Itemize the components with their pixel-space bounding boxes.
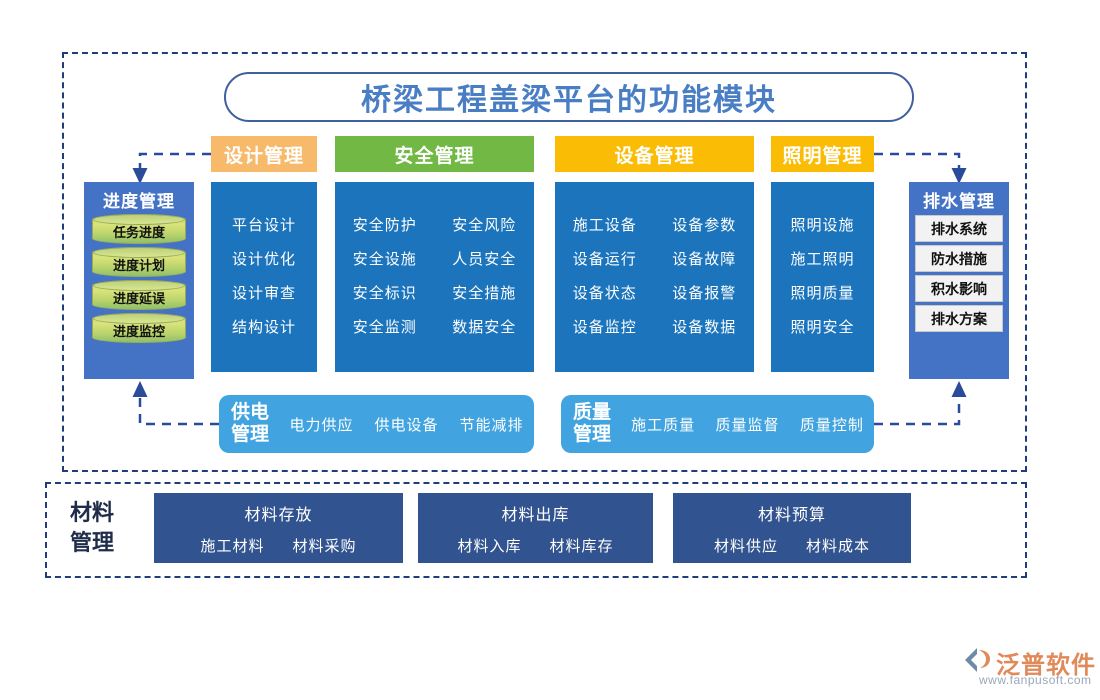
header-equipment-management[interactable]: 设备管理 [555,136,754,172]
bar-title-line2: 管理 [573,424,612,445]
bar-title-line1: 供电 [231,402,270,423]
header-label: 安全管理 [394,145,475,167]
panel-lighting-management: 照明设施 施工照明 照明质量 照明安全 [771,182,874,372]
drainage-item[interactable]: 防水措施 [915,245,1003,272]
panel-progress-management: 进度管理 任务进度 进度计划 进度延误 进度监控 [84,182,194,379]
panel-item[interactable]: 设备运行 [572,251,637,268]
panel-item[interactable]: 照明质量 [790,285,855,302]
panel-item[interactable]: 设备故障 [672,251,737,268]
panel-title: 进度管理 [103,192,175,211]
material-group-head: 材料预算 [757,506,826,524]
panel-safety-management: 安全防护 安全风险 安全设施 人员安全 安全标识 安全措施 安全监测 数据安全 [335,182,534,372]
material-group-item[interactable]: 材料成本 [806,537,871,555]
bar-power-management: 供电 管理 电力供应 供电设备 节能减排 [219,395,534,453]
panel-item[interactable]: 设备报警 [672,285,737,302]
header-label: 设计管理 [223,145,304,167]
material-group-item[interactable]: 材料供应 [713,537,778,555]
panel-item[interactable]: 照明安全 [790,319,855,336]
panel-design-management: 平台设计 设计优化 设计审查 结构设计 [211,182,317,372]
bar-item[interactable]: 电力供应 [289,416,354,434]
cylinder-label: 进度监控 [112,324,165,339]
panel-title: 排水管理 [923,192,995,211]
bar-item[interactable]: 节能减排 [459,416,524,434]
panel-item[interactable]: 安全措施 [452,285,517,302]
material-title-line2: 管理 [70,530,115,555]
panel-item[interactable]: 安全标识 [352,285,417,302]
diagram-title: 桥梁工程盖梁平台的功能模块 [224,72,914,122]
material-group-outbound: 材料出库 材料入库 材料库存 [418,493,653,563]
bar-title-line1: 质量 [573,402,612,423]
bar-item[interactable]: 施工质量 [631,416,696,434]
brand-logo: 泛普软件 www.fanpusoft.com [963,645,1095,693]
panel-item[interactable]: 设计优化 [231,251,296,268]
panel-item[interactable]: 设备数据 [672,319,737,336]
panel-item[interactable]: 安全风险 [452,217,517,234]
panel-item[interactable]: 设备参数 [672,217,737,234]
main-diagram-frame [62,52,1027,472]
cylinder-label: 任务进度 [112,225,165,240]
panel-item[interactable]: 人员安全 [452,251,517,268]
progress-cylinder-item[interactable]: 任务进度 [92,214,186,244]
panel-item[interactable]: 安全设施 [352,251,417,268]
header-safety-management[interactable]: 安全管理 [335,136,534,172]
bar-quality-management: 质量 管理 施工质量 质量监督 质量控制 [561,395,874,453]
material-section-title: 材料 管理 [70,498,140,558]
panel-item[interactable]: 照明设施 [790,217,855,234]
panel-item[interactable]: 施工设备 [572,217,637,234]
bar-item[interactable]: 供电设备 [374,416,439,434]
material-group-item[interactable]: 材料入库 [457,537,522,555]
material-group-storage: 材料存放 施工材料 材料采购 [154,493,403,563]
header-label: 照明管理 [782,145,863,167]
bar-item[interactable]: 质量监督 [715,416,780,434]
logo-url: www.fanpusoft.com [979,673,1092,687]
material-group-budget: 材料预算 材料供应 材料成本 [673,493,911,563]
panel-item[interactable]: 安全防护 [352,217,417,234]
header-lighting-management[interactable]: 照明管理 [771,136,874,172]
material-title-line1: 材料 [70,500,115,525]
panel-item[interactable]: 结构设计 [231,319,296,336]
bar-title: 供电 管理 [231,402,279,446]
material-group-head: 材料存放 [244,506,313,524]
panel-item[interactable]: 设备监控 [572,319,637,336]
drainage-item[interactable]: 排水系统 [915,215,1003,242]
material-group-item[interactable]: 材料采购 [292,537,357,555]
material-group-item[interactable]: 施工材料 [200,537,265,555]
bar-title-line2: 管理 [231,424,270,445]
cylinder-label: 进度计划 [112,258,165,273]
panel-item[interactable]: 安全监测 [352,319,417,336]
panel-equipment-management: 施工设备 设备参数 设备运行 设备故障 设备状态 设备报警 设备监控 设备数据 [555,182,754,372]
header-design-management[interactable]: 设计管理 [211,136,317,172]
bar-title: 质量 管理 [573,402,621,446]
bar-item[interactable]: 质量控制 [799,416,864,434]
header-label: 设备管理 [614,145,695,167]
progress-cylinder-item[interactable]: 进度计划 [92,247,186,277]
logo-name: 泛普软件 [996,652,1096,679]
material-group-item[interactable]: 材料库存 [549,537,614,555]
progress-cylinder-item[interactable]: 进度延误 [92,280,186,310]
progress-cylinder-item[interactable]: 进度监控 [92,313,186,343]
cylinder-label: 进度延误 [112,291,165,306]
panel-item[interactable]: 设备状态 [572,285,637,302]
progress-cylinder-list: 任务进度 进度计划 进度延误 进度监控 [84,212,194,343]
diagram-title-text: 桥梁工程盖梁平台的功能模块 [361,84,777,117]
drainage-item[interactable]: 排水方案 [915,305,1003,332]
fanpu-logo-icon [965,648,990,672]
material-group-head: 材料出库 [501,506,570,524]
panel-item[interactable]: 施工照明 [790,251,855,268]
panel-item[interactable]: 数据安全 [452,319,517,336]
panel-item[interactable]: 平台设计 [231,217,296,234]
panel-drainage-management: 排水管理 排水系统 防水措施 积水影响 排水方案 [909,182,1009,379]
panel-item[interactable]: 设计审查 [231,285,296,302]
material-section-frame [45,482,1027,578]
drainage-item[interactable]: 积水影响 [915,275,1003,302]
